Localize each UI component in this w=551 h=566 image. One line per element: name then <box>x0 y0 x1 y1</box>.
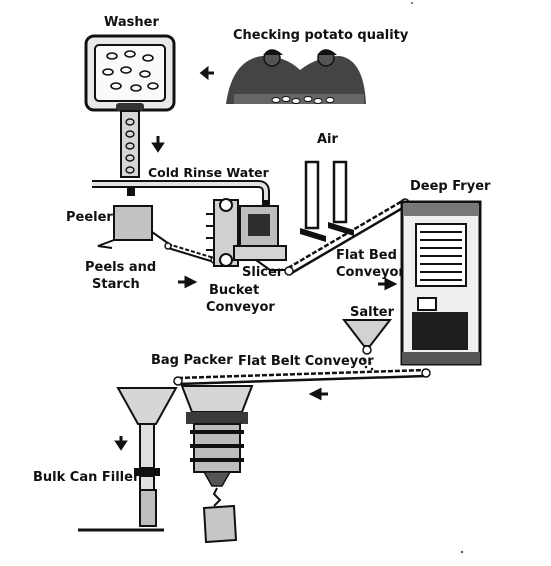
label-slicer: Slicer <box>242 265 284 280</box>
label-salter: Salter <box>350 305 395 320</box>
label-washer: Washer <box>104 15 159 30</box>
arrow-right-icon <box>178 278 194 286</box>
label-cold-rinse-water: Cold Rinse Water <box>148 165 270 180</box>
slicer <box>234 206 290 270</box>
bulk-can-filler <box>78 388 176 530</box>
air-knives <box>300 162 354 242</box>
label-flat-bed-line-1: Flat Bed <box>336 248 397 263</box>
label-flat-bed-line-2: Conveyor <box>336 265 405 280</box>
label-peels-line-2: Starch <box>92 277 140 292</box>
quality-check-workers <box>226 50 366 105</box>
cold-rinse-pipe <box>92 184 270 206</box>
arrow-right-icon-2 <box>378 280 394 288</box>
label-peels-line-1: Peels and <box>85 260 156 275</box>
label-bucket-line-2: Conveyor <box>206 300 275 315</box>
label-bucket-line-1: Bucket <box>209 283 259 298</box>
label-air: Air <box>317 132 339 147</box>
label-deep-fryer: Deep Fryer <box>410 179 491 194</box>
arrow-down-icon-2 <box>117 436 125 448</box>
washer <box>86 36 174 177</box>
arrow-left-icon-2 <box>312 390 328 398</box>
label-bulk-can-filler: Bulk Can Filler <box>33 470 140 485</box>
label-checking-potato-quality: Checking potato quality <box>233 28 409 43</box>
bag-packer <box>182 386 252 542</box>
arrow-down-icon <box>154 136 162 150</box>
arrow-left-icon <box>202 69 214 77</box>
deep-fryer <box>402 202 480 364</box>
label-bag-packer: Bag Packer <box>151 353 233 368</box>
label-peeler: Peeler <box>66 210 113 225</box>
label-flat-belt-conveyor: Flat Belt Conveyor <box>238 354 374 369</box>
flat-belt-conveyor <box>174 369 430 385</box>
short-belt <box>165 243 217 263</box>
